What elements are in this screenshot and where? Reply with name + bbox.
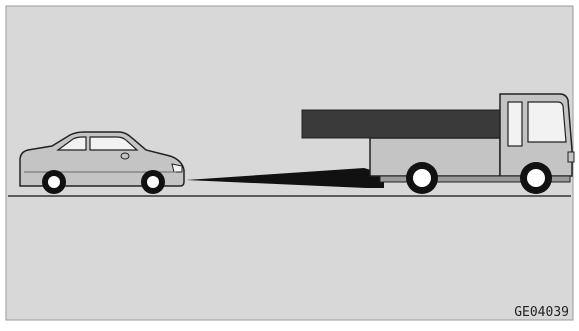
car-front-wheel-hub: [147, 176, 159, 188]
car-mirror: [121, 153, 129, 159]
figure-code: GE04039: [514, 305, 569, 320]
truck-cargo-top: [302, 110, 500, 138]
truck-front-wheel-hub: [527, 169, 545, 187]
truck-rear-wheel-hub: [413, 169, 431, 187]
truck-bumper: [568, 152, 574, 162]
car-rear-wheel-hub: [48, 176, 60, 188]
truck-front-window: [528, 102, 566, 142]
truck-side-window: [508, 102, 522, 146]
car-headlight: [172, 164, 182, 172]
